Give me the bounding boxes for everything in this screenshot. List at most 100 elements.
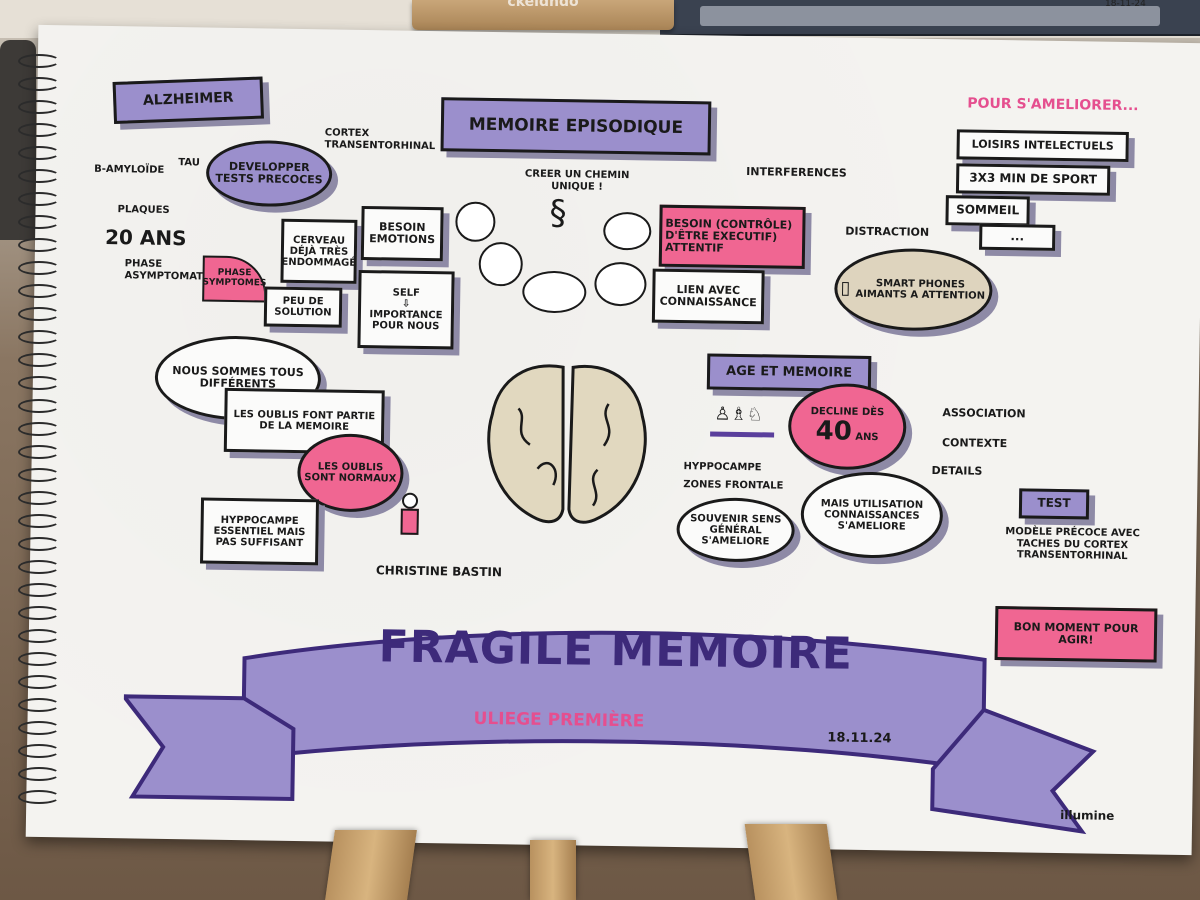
speaker-icon [521, 270, 587, 314]
spiral-ring [18, 100, 60, 114]
contexte-label: CONTEXTE [941, 436, 1008, 451]
amyloide-label: B-AMYLOÏDE [94, 163, 165, 176]
spiral-binding [18, 54, 60, 824]
house-icon [594, 261, 647, 307]
phase-asymptomatique: PHASE ASYMPTOMATIQUE [124, 258, 231, 283]
ameliorer-item-3: SOMMEIL [945, 195, 1030, 227]
decline-age: 40 [815, 416, 853, 447]
ameliorer-item-1: LOISIRS INTELECTUELS [956, 129, 1129, 163]
spiral-ring [18, 445, 60, 459]
spiral-ring [18, 238, 60, 252]
interferences-label: INTERFERENCES [746, 165, 847, 180]
spiral-ring [18, 790, 60, 804]
spiral-ring [18, 698, 60, 712]
spiral-ring [18, 261, 60, 275]
spiral-ring [18, 491, 60, 505]
smartphones-label: SMART PHONES AIMANTS A ATTENTION [855, 278, 986, 302]
spiral-ring [18, 77, 60, 91]
seahorse-icon: § [549, 192, 567, 234]
spiral-ring [18, 192, 60, 206]
heart-icon [602, 211, 652, 251]
ameliorer-title: POUR S'AMELIORER... [967, 95, 1139, 115]
spiral-ring [18, 307, 60, 321]
easel-leg-right [744, 824, 838, 900]
banner-subtitle: ULIEGE PREMIÈRE [473, 708, 645, 732]
plaques-label: PLAQUES [117, 204, 170, 216]
sketch-paper: ALZHEIMER B-AMYLOÏDE TAU PLAQUES 20 ANS … [25, 24, 1200, 856]
tests-precoces-bubble: DEVELOPPER TESTS PRECOCES [205, 139, 333, 208]
spiral-ring [18, 583, 60, 597]
spiral-ring [18, 123, 60, 137]
details-label: DETAILS [931, 463, 983, 478]
down-arrow-icon: ⇩ [401, 298, 411, 310]
spiral-ring [18, 284, 60, 298]
tau-label: TAU [178, 157, 200, 169]
phase-symptomes: PHASE SYMPTOMES [202, 255, 267, 303]
sketch-date: 18.11.24 [827, 730, 892, 747]
hippo-decline-label: HYPPOCAMPE [683, 461, 762, 474]
screen-clock: 18-11-24 [1105, 0, 1146, 9]
association-label: ASSOCIATION [942, 406, 1026, 421]
besoin-attentif: BESOIN (CONTRÔLE) D'ÊTRE EXECUTIF) ATTEN… [658, 204, 806, 269]
spiral-ring [18, 54, 60, 68]
spiral-ring [18, 353, 60, 367]
artist-signature: illumine [1060, 808, 1115, 823]
spiral-ring [18, 422, 60, 436]
brain-icon [487, 364, 647, 524]
self-importance: SELF ⇩ IMPORTANCE POUR NOUS [357, 269, 455, 350]
besoin-emotions: BESOIN EMOTIONS [360, 205, 444, 262]
easel-leg-left [325, 830, 417, 900]
spiral-ring [18, 514, 60, 528]
spiral-ring [18, 606, 60, 620]
spiral-ring [18, 767, 60, 781]
spiral-ring [18, 721, 60, 735]
chemin-label: CREER UN CHEMIN UNIQUE ! [524, 168, 630, 193]
test-title: TEST [1018, 488, 1090, 520]
spiral-ring [18, 169, 60, 183]
smartphones-bubble: ▯ SMART PHONES AIMANTS A ATTENTION [833, 247, 994, 332]
spiral-ring [18, 330, 60, 344]
hippocampe-box: HYPPOCAMPE ESSENTIEL MAIS PAS SUFFISANT [200, 497, 320, 566]
spiral-ring [18, 215, 60, 229]
spiral-ring [18, 146, 60, 160]
ameliorer-item-2: 3x3 MIN DE SPORT [955, 163, 1111, 196]
screen-taskbar [700, 6, 1160, 26]
spiral-ring [18, 468, 60, 482]
modele-precoce: MODÈLE PRÉCOCE AVEC TACHES DU CORTEX TRA… [1005, 526, 1140, 563]
arrow-right-icon [710, 431, 775, 438]
spiral-ring [18, 560, 60, 574]
cortex-label: CORTEX TRANSENTORHINAL [324, 127, 436, 152]
lien-connaissance: LIEN AVEC CONNAISSANCE [651, 268, 765, 325]
importance-label: IMPORTANCE POUR NOUS [369, 309, 443, 333]
spiral-ring [18, 629, 60, 643]
souvenir-bubble: SOUVENIR SENS GÉNÉRAL S'AMELIORE [676, 496, 796, 563]
easel-leg-center [530, 840, 576, 900]
easel-top-bar: ckeldndo [412, 0, 674, 30]
decline-age-row: 40 ANS [815, 416, 879, 447]
decline-bubble: DECLINE DÈS 40 ANS [787, 382, 907, 471]
decline-unit: ANS [855, 431, 879, 444]
banner-ribbon [121, 630, 1097, 835]
self-label: SELF [392, 287, 420, 299]
audience-person [0, 40, 36, 240]
wine-glass-icon [478, 241, 524, 287]
spiral-ring [18, 744, 60, 758]
aging-people-icon: ♙♗♘ [714, 403, 764, 426]
spiral-ring [18, 537, 60, 551]
people-icon [455, 201, 496, 243]
zones-frontale-label: ZONES FRONTALE [683, 479, 784, 492]
banner-title: FRAGILE MEMOIRE [378, 621, 854, 680]
episodique-title: MEMOIRE EPISODIQUE [440, 97, 712, 156]
spiral-ring [18, 675, 60, 689]
distraction-label: DISTRACTION [845, 224, 930, 239]
spiral-ring [18, 376, 60, 390]
speaker-figure-icon [396, 492, 423, 553]
smartphone-icon: ▯ [840, 277, 851, 299]
age-20-label: 20 ANS [104, 224, 187, 251]
ameliorer-item-4: ... [979, 223, 1056, 251]
alzheimer-title: ALZHEIMER [112, 76, 265, 124]
connaissances-bubble: MAIS UTILISATION CONNAISSANCES S'AMELIOR… [800, 470, 944, 560]
spiral-ring [18, 399, 60, 413]
peu-de-solution: PEU DE SOLUTION [263, 286, 343, 328]
cerveau-endommage: CERVEAU DÉJÀ TRÈS ENDOMMAGÉ [280, 218, 358, 284]
